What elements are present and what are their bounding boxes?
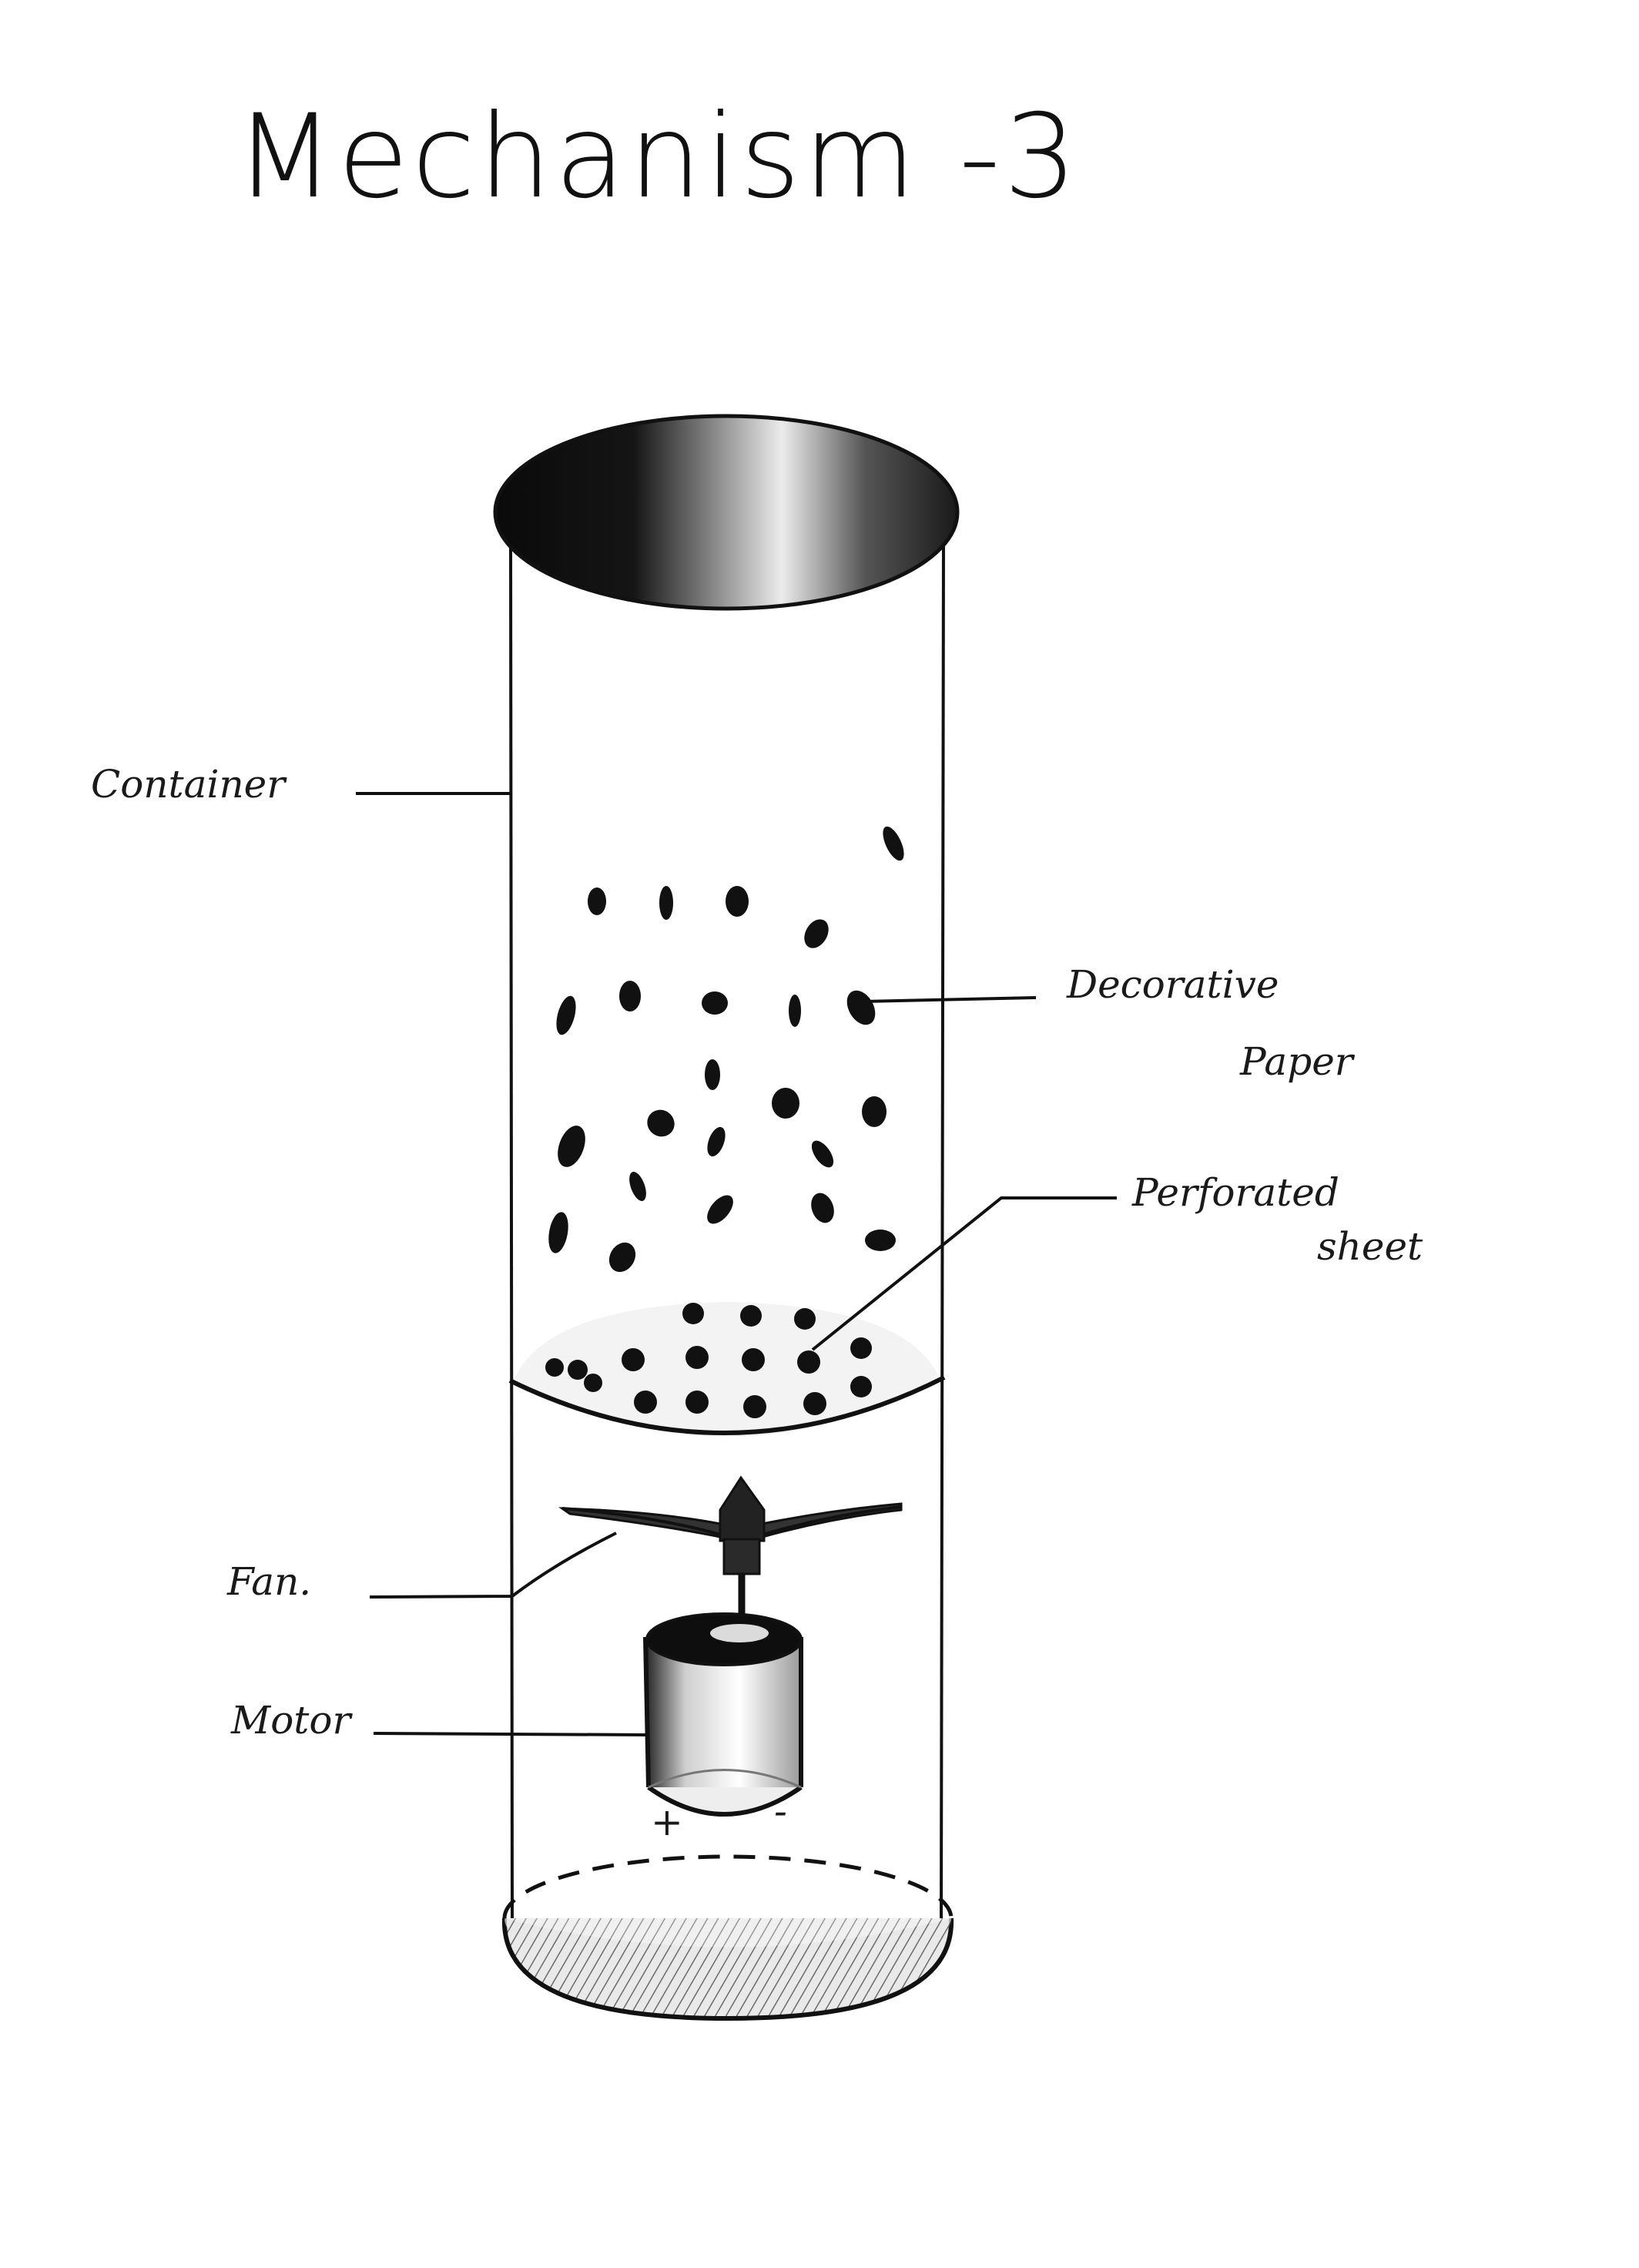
label-motor: Motor — [230, 1698, 353, 1743]
label-perforated-sheet-line2: sheet — [1317, 1224, 1423, 1269]
diagram-title: Mechanism -3 — [235, 90, 1080, 224]
decorative-paper-flakes — [548, 826, 904, 1273]
motor-negative-terminal: - — [774, 1789, 787, 1834]
label-fan: Fan. — [226, 1559, 311, 1604]
label-decorative-paper-line2: Paper — [1239, 1039, 1356, 1084]
fan — [558, 1475, 903, 1637]
label-decorative-paper-line1: Decorative — [1066, 962, 1279, 1007]
perforated-sheet — [508, 1302, 946, 1437]
leader-perforated-sheet — [811, 1196, 1117, 1351]
container-lid — [493, 414, 960, 611]
leader-fan — [369, 1532, 617, 1599]
container-walls — [509, 538, 945, 1919]
leader-decorative-paper — [862, 996, 1037, 1003]
motor: + - — [643, 1612, 803, 1844]
label-perforated-sheet-line1: Perforated — [1131, 1170, 1339, 1215]
leader-lines — [356, 792, 1117, 1736]
motor-positive-terminal: + — [651, 1800, 683, 1844]
container-base — [501, 1854, 954, 2021]
label-container: Container — [91, 762, 287, 807]
leader-motor — [373, 1732, 648, 1736]
